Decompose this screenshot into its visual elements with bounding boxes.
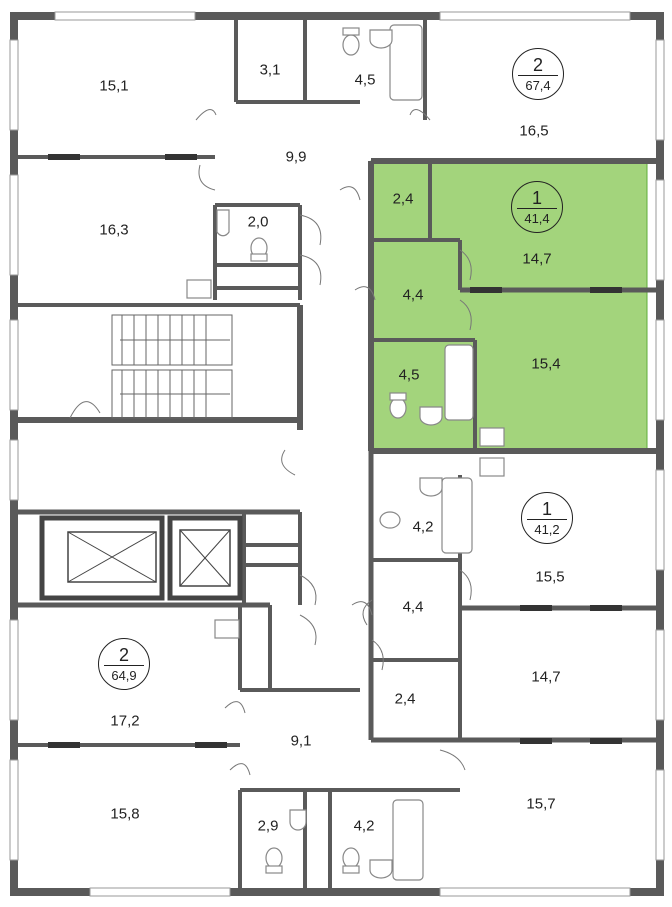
bathtubs	[389, 24, 474, 881]
elevators	[39, 515, 243, 601]
room-area-label: 15,4	[531, 355, 561, 373]
interior-walls	[18, 20, 656, 888]
room-area-label: 16,3	[99, 221, 129, 239]
doors	[69, 109, 472, 776]
apartment-area: 41,4	[524, 211, 550, 226]
apartment-area: 41,2	[534, 522, 560, 537]
room-area-label: 2,9	[257, 817, 279, 835]
windows	[9, 11, 665, 897]
room-count: 1	[541, 499, 552, 519]
room-count: 2	[532, 55, 543, 75]
wall-openings	[48, 154, 622, 748]
apartment-badge-bottom-left[interactable]: 2 64,9	[98, 638, 150, 690]
room-area-label: 4,4	[402, 598, 424, 616]
room-area-label: 2,0	[247, 213, 269, 231]
badge-divider	[517, 208, 557, 209]
room-area-label: 4,5	[354, 71, 376, 89]
badge-divider	[518, 75, 558, 76]
room-area-label: 14,7	[522, 250, 552, 268]
room-area-label: 15,1	[99, 77, 129, 95]
badge-divider	[527, 519, 567, 520]
room-area-label: 4,5	[398, 366, 420, 384]
room-area-label: 15,7	[526, 795, 556, 813]
apartment-badge-right[interactable]: 1 41,2	[521, 492, 573, 544]
room-area-label: 3,1	[259, 61, 281, 79]
plumbing-fixtures	[186, 27, 505, 879]
apartment-badge-top-right[interactable]: 2 67,4	[512, 48, 564, 100]
room-area-label: 17,2	[110, 712, 140, 730]
room-area-label: 15,5	[535, 568, 565, 586]
room-area-label: 2,4	[394, 690, 416, 708]
room-count: 1	[531, 188, 542, 208]
room-area-label: 4,4	[402, 286, 424, 304]
room-area-label: 9,9	[285, 148, 307, 166]
room-area-label: 14,7	[531, 668, 561, 686]
room-area-label: 9,1	[290, 732, 312, 750]
room-area-label: 4,2	[412, 518, 434, 536]
staircase	[111, 314, 233, 419]
apartment-area: 64,9	[111, 668, 137, 683]
room-area-label: 16,5	[519, 122, 549, 140]
apartment-area: 67,4	[525, 78, 551, 93]
apartment-badge-selected[interactable]: 1 41,4	[511, 181, 563, 233]
room-count: 2	[118, 645, 129, 665]
room-area-label: 4,2	[353, 817, 375, 835]
selected-apartment-fill[interactable]	[370, 160, 648, 452]
room-area-label: 2,4	[392, 190, 414, 208]
room-area-label: 15,8	[110, 805, 140, 823]
badge-divider	[104, 665, 144, 666]
